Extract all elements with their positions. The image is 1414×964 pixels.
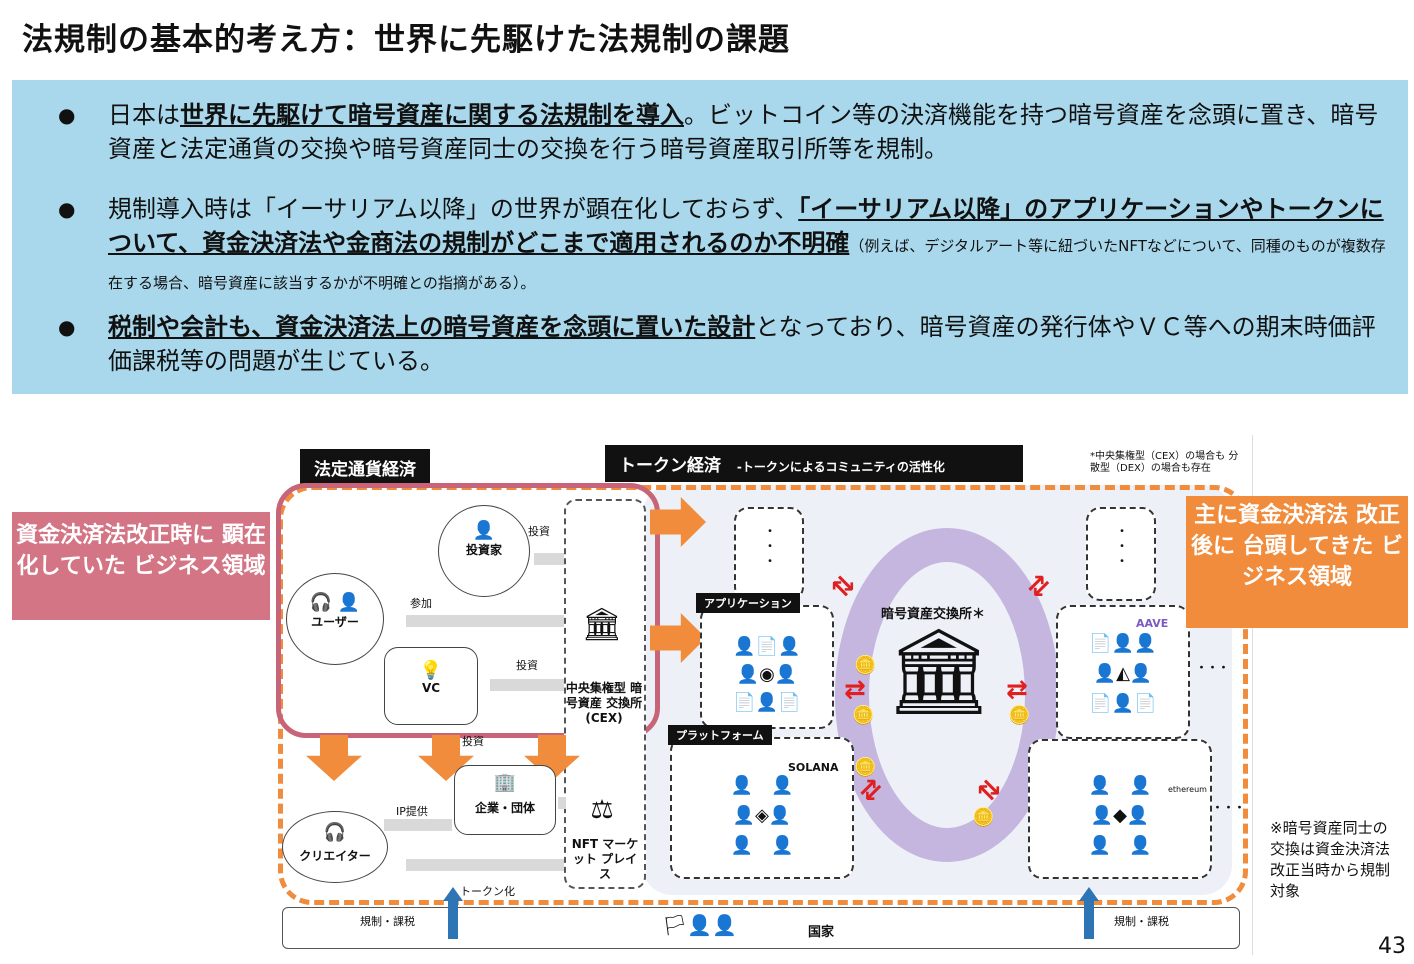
coin-icon: 🪙: [854, 757, 877, 778]
token-economy-header: トークン経済 -トークンによるコミュニティの活性化: [605, 445, 1023, 482]
page-number: 43: [1378, 934, 1406, 959]
summary-box: ● 日本は世界に先駆けて暗号資産に関する法規制を導入。ビットコイン等の決済機能を…: [12, 80, 1408, 394]
investor-label: 投資家: [465, 543, 502, 557]
coin-icon: 🪙: [854, 655, 877, 676]
arrow-vc: [490, 679, 564, 691]
bullet-dot: ●: [58, 197, 76, 221]
state-bar: [282, 907, 1240, 949]
vc-icon: 💡: [419, 660, 443, 681]
bullet-2-text-a: 規制導入時は「イーサリアム以降」の世界が顕在化しておらず、: [108, 195, 799, 223]
bullet-3-text-b: となっており、暗号資産の発行体やＶＣ等への期末時価評価課税等の問題が生じている。: [108, 313, 1376, 375]
ethereum-box: 👤 👤👤◆👤👤 👤: [1028, 739, 1212, 879]
swap-arrow-3: ⇄: [844, 675, 866, 705]
bullet-dot: ●: [58, 315, 76, 339]
creator-icon: 🎧: [323, 822, 347, 843]
user-icon: 🎧 👤: [309, 592, 361, 613]
up-arrow-right-head: [1079, 887, 1099, 901]
gavel-icon: ⚖: [590, 795, 614, 825]
bullet-1-text-b: 。ビットコイン等の決済機能を持つ暗号資産を念頭に置き、暗号資産と法定通貨の交換や…: [108, 101, 1379, 163]
dots-side-right-2: ・・・: [1212, 801, 1245, 814]
up-arrow-right: [1084, 897, 1094, 939]
defi-app-box: 📄👤👤👤◭👤📄👤📄: [1056, 605, 1190, 739]
left-business-label: 資金決済法改正時に 顕在化していた ビジネス領域: [12, 512, 270, 620]
edge-invest-3: 投資: [462, 735, 484, 748]
up-arrow-left: [448, 897, 458, 939]
coin-icon: 🪙: [852, 705, 875, 726]
platform-label: プラットフォーム: [668, 725, 772, 745]
vc-label: VC: [421, 681, 441, 695]
bullet-2-bold: 「イーサリアム以降」のアプリケーションやトークンについて、資金決済法や金商法の規…: [108, 195, 1384, 257]
company-label: 企業・団体: [474, 801, 535, 815]
cex-dex-note: *中央集権型（CEX）の場合も 分散型（DEX）の場合も存在: [1090, 451, 1239, 474]
state-icons: 🏳👤👤: [662, 913, 738, 937]
swap-arrow-4: ⇄: [1006, 675, 1028, 705]
ethereum-community-icons: 👤 👤👤◆👤👤 👤: [1088, 775, 1152, 856]
user-label: ユーザー: [311, 615, 359, 629]
application-community-icons: 👤📄👤👤◉👤📄👤📄: [733, 636, 801, 713]
aave-label: AAVE: [1136, 617, 1169, 630]
investor-icon: 👤: [472, 520, 496, 541]
bullet-2-small: （例えば、デジタルアート等に紐づいたNFTなどについて、同種のものが複数存在する…: [108, 237, 1386, 292]
dots-left: ・ ・ ・: [763, 525, 776, 566]
coin-icon: 🪙: [972, 807, 995, 828]
diagram: 法定通貨経済 トークン経済 -トークンによるコミュニティの活性化 *中央集権型（…: [272, 435, 1253, 955]
token-economy-title: トークン経済: [619, 456, 721, 476]
up-arrow-left-head: [443, 887, 463, 901]
reg-tax-right: 規制・課税: [1114, 915, 1169, 928]
nft-marketplace-label: NFT マーケット プレイス: [571, 837, 639, 881]
vc-node: 💡 VC: [384, 647, 478, 725]
arrow-ip: [384, 819, 452, 831]
edge-invest-1: 投資: [528, 525, 550, 538]
existing-business-boundary: [276, 483, 660, 738]
edge-ip: IP提供: [396, 805, 428, 818]
more-apps-box-right: ・ ・ ・: [1086, 507, 1156, 601]
reg-tax-left: 規制・課税: [360, 915, 415, 928]
bank-icon: 🏛: [581, 605, 623, 643]
edge-join: 参加: [410, 597, 432, 610]
ethereum-label: ethereum: [1168, 785, 1207, 794]
company-node: 🏢 企業・団体: [454, 765, 556, 835]
page-title: 法規制の基本的考え方：世界に先駆けた法規制の課題: [22, 22, 790, 58]
defi-community-icons: 📄👤👤👤◭👤📄👤📄: [1089, 633, 1157, 714]
dots-right: ・ ・ ・: [1115, 525, 1128, 566]
user-node: 🎧 👤 ユーザー: [286, 573, 384, 665]
exchange-ring: [835, 528, 1059, 862]
arrow-investor: [534, 553, 564, 565]
arrow-user: [406, 615, 564, 627]
platform-community-icons: 👤 👤👤◈👤👤 👤: [730, 775, 794, 856]
edge-tokenize: トークン化: [460, 885, 515, 898]
solana-label: SOLANA: [788, 761, 839, 774]
exchange-label: 暗号資産交換所＊: [880, 607, 985, 622]
right-business-label: 主に資金決済法 改正後に 台頭してきた ビジネス領域: [1186, 496, 1408, 628]
bullet-3-bold: 税制や会計も、資金決済法上の暗号資産を念頭に置いた設計: [108, 313, 756, 341]
creator-node: 🎧 クリエイター: [282, 811, 388, 883]
building-icon: 🏢: [493, 772, 517, 793]
application-label: アプリケーション: [696, 593, 800, 613]
dots-side-right: ・・・: [1196, 661, 1229, 674]
investor-node: 👤 投資家: [438, 505, 530, 597]
bullet-1-text-a: 日本は: [108, 101, 180, 129]
platform-box: 👤 👤👤◈👤👤 👤: [670, 737, 854, 879]
creator-label: クリエイター: [299, 849, 371, 863]
token-economy-subtitle: -トークンによるコミュニティの活性化: [736, 460, 945, 474]
arrow-creator: [406, 859, 564, 871]
fiat-economy-header: 法定通貨経済: [300, 449, 430, 486]
bullet-1-bold: 世界に先駆けて暗号資産に関する法規制を導入: [180, 101, 684, 129]
fiat-gateway-column: [564, 499, 646, 889]
side-note: ※暗号資産同士の交換は資金決済法改正当時から規制対象: [1270, 819, 1391, 900]
arrow-company: [558, 797, 566, 809]
exchange-building-icon: 🏛: [885, 622, 993, 720]
application-box: 👤📄👤👤◉👤📄👤📄: [700, 605, 834, 729]
cex-label: 中央集権型 暗号資産 交換所 (CEX): [565, 681, 643, 725]
coin-icon: 🪙: [1008, 705, 1031, 726]
more-apps-box-left: ・ ・ ・: [734, 507, 804, 601]
bullet-dot: ●: [58, 103, 76, 127]
state-label: 国家: [808, 925, 835, 940]
edge-invest-2: 投資: [516, 659, 538, 672]
